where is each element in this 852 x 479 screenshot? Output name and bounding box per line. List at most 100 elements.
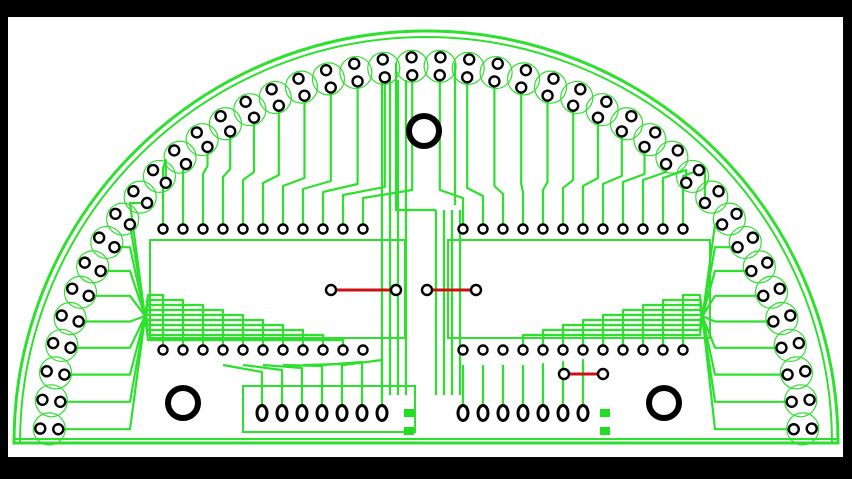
trace-led-to-header [661,168,688,229]
led-outline [106,202,140,236]
trace-led-to-header [581,117,600,229]
header-pin-icon [157,344,169,356]
header-pin-icon [277,344,289,356]
header-pin-icon [537,223,549,235]
led-outline [655,140,689,174]
led-outline [609,107,644,141]
mounting-hole-icon [646,385,682,421]
led-pad-icon [319,63,333,77]
led-outline [38,356,73,390]
trace-led-to-header [201,146,209,229]
led-pad-icon [463,53,476,66]
header-pin-icon [177,344,189,356]
header-pin-icon [517,223,529,235]
connector-frame-left [242,385,416,433]
led-pad-icon [34,422,47,435]
trace-led-to-header [161,158,167,229]
led-outline [90,225,124,260]
led-pad-icon [378,71,391,84]
led-pad-icon [547,72,560,85]
led-outline [284,70,319,104]
header-pin-icon [597,344,609,356]
led-pad-icon [649,126,662,139]
header-pin-icon [357,223,369,235]
connector-pin-icon [576,404,590,422]
trace-led-to-bottom-header [601,313,774,350]
led-pad-icon [190,126,203,139]
connector-pin-icon [295,404,309,422]
header-pin-icon [577,223,589,235]
trace-led-to-header [601,131,623,229]
led-pad-icon [574,83,587,96]
led-pad-icon [82,289,95,303]
led-pad-icon [214,109,227,123]
led-outline [506,62,541,96]
led-pad-icon [698,196,712,210]
led-pad-icon [127,185,140,198]
connector-pin-icon [315,404,329,422]
led-pad-icon [108,241,121,254]
led-pad-icon [767,315,780,328]
header-pin-icon [197,223,209,235]
led-pad-icon [36,393,49,406]
led-pad-icon [692,163,706,177]
led-pad-icon [491,57,504,70]
connector-pin-icon [476,404,490,422]
led-pad-icon [265,83,278,96]
led-pad-icon [54,395,67,408]
led-pad-icon [461,71,474,84]
trace-led-to-header [541,95,549,229]
led-outline [633,123,667,157]
trace-led-to-bottom-header [621,308,782,350]
trace-led-to-header [221,131,232,229]
led-pad-icon [94,264,107,278]
jumper-pad-icon [596,367,610,381]
led-pad-icon [792,336,806,350]
led-pad-icon [680,176,693,189]
trace-led-to-bottom-header [58,293,165,431]
led-outline [695,180,729,214]
led-pad-icon [52,423,65,436]
led-pad-icon [224,125,237,138]
led-outline [163,140,197,174]
led-outline [339,55,373,90]
trace-led-to-bottom-header [78,313,245,350]
led-pad-icon [805,422,818,435]
trace-led-to-header [561,105,575,229]
led-pad-icon [715,218,729,231]
led-pad-icon [159,176,172,189]
led-outline [45,328,79,363]
led-pad-icon [566,99,580,112]
led-pad-icon [745,264,758,278]
board-outline [12,29,840,445]
mounting-hole-icon [165,385,201,421]
led-outline [479,55,513,90]
header-pin-icon [237,223,249,235]
header-pin-icon [637,223,649,235]
led-pad-icon [775,341,788,354]
led-pad-icon [731,241,744,254]
connector-pin-icon [275,404,289,422]
header-pin-icon [317,223,329,235]
header-pin-icon [497,223,509,235]
led-pad-icon [730,207,743,220]
led-pad-icon [773,282,786,295]
jumper-pad-icon [469,283,483,297]
led-pad-icon [247,111,261,124]
led-pad-icon [781,368,794,381]
led-pad-icon [405,51,418,64]
header-pin-icon [457,344,469,356]
header-pin-icon [577,344,589,356]
header-pin-icon [657,223,669,235]
header-pin-icon [617,223,629,235]
header-pin-icon [197,344,209,356]
led-pad-icon [146,163,160,177]
led-outline [675,159,710,194]
connector-pin-icon [335,404,349,422]
led-pad-icon [488,75,501,88]
led-pad-icon [406,69,419,82]
header-pin-icon [517,344,529,356]
header-pin-icon [477,223,489,235]
header-pin-icon [217,223,229,235]
